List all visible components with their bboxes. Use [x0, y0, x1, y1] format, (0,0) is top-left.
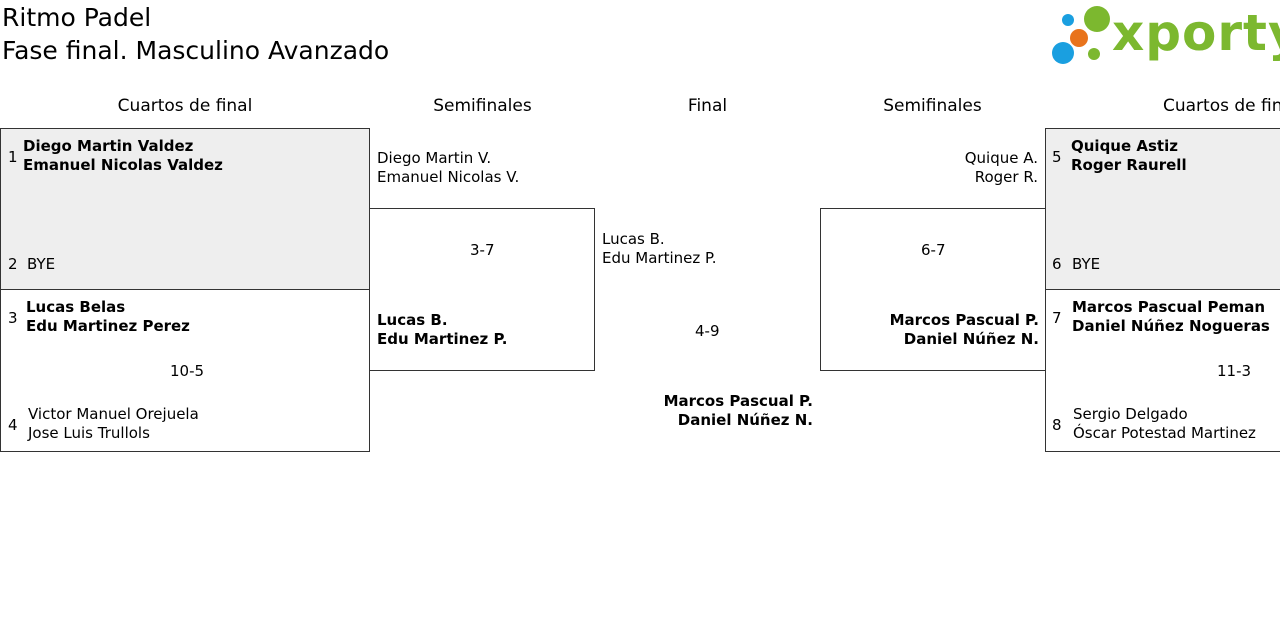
- logo-dot-green: [1084, 6, 1110, 32]
- player-name: Emanuel Nicolas Valdez: [23, 156, 223, 174]
- player-name: Óscar Potestad Martinez: [1073, 424, 1256, 442]
- logo-dot-orange: [1070, 29, 1088, 47]
- seed-number: 8: [1052, 416, 1062, 434]
- team-names: Diego Martin Valdez Emanuel Nicolas Vald…: [23, 137, 223, 175]
- player-name: Marcos Pascual P.: [889, 311, 1039, 329]
- seed-number: 2: [8, 255, 18, 273]
- seed-number: 5: [1052, 148, 1062, 166]
- logo-dot-blue-small: [1062, 14, 1074, 26]
- match-box-rq1: 5 Quique Astiz Roger Raurell 6 BYE: [1045, 128, 1280, 290]
- page-title: Ritmo Padel: [2, 3, 152, 32]
- col-right-semifinal: Semifinales: [883, 96, 982, 116]
- match-score: 11-3: [1217, 362, 1252, 380]
- right-semi-top-team: Quique A. Roger R.: [840, 149, 1038, 187]
- seed-number: 3: [8, 309, 18, 327]
- seed-number: 6: [1052, 255, 1062, 273]
- player-name: Roger R.: [974, 168, 1038, 186]
- seed-number: 1: [8, 148, 18, 166]
- match-box-lq1: 1 Diego Martin Valdez Emanuel Nicolas Va…: [0, 128, 370, 290]
- player-name: Diego Martin Valdez: [23, 137, 194, 155]
- match-box-left-semi: 3-7 Lucas B. Edu Martinez P.: [369, 208, 595, 371]
- logo-wordmark: xporty: [1112, 4, 1280, 62]
- col-left-semifinal: Semifinales: [433, 96, 532, 116]
- player-name: Daniel Núñez N.: [903, 330, 1039, 348]
- team-names: BYE: [1072, 255, 1100, 274]
- team-names: Lucas B. Edu Martinez P.: [377, 311, 507, 349]
- player-name: Daniel Núñez Nogueras: [1072, 317, 1270, 335]
- final-bottom-team: Marcos Pascual P. Daniel Núñez N.: [640, 392, 813, 430]
- final-top-team: Lucas B. Edu Martinez P.: [602, 230, 716, 268]
- player-name: Edu Martinez P.: [377, 330, 508, 348]
- match-box-lq2: 3 Lucas Belas Edu Martinez Perez 10-5 4 …: [0, 289, 370, 452]
- col-final: Final: [687, 96, 728, 116]
- team-names: Lucas Belas Edu Martinez Perez: [26, 298, 190, 336]
- player-name: Marcos Pascual Peman: [1072, 298, 1266, 316]
- player-name: Marcos Pascual P.: [663, 392, 813, 410]
- team-names: BYE: [27, 255, 55, 274]
- player-name: Lucas B.: [602, 230, 665, 248]
- match-score: 3-7: [470, 241, 495, 259]
- left-semi-top-team: Diego Martin V. Emanuel Nicolas V.: [377, 149, 519, 187]
- player-name: Diego Martin V.: [377, 149, 492, 167]
- seed-number: 4: [8, 416, 18, 434]
- final-score: 4-9: [695, 322, 720, 340]
- col-left-quarterfinal: Cuartos de final: [117, 96, 253, 116]
- player-name: Victor Manuel Orejuela: [28, 405, 199, 423]
- player-name: Jose Luis Trullols: [28, 424, 150, 442]
- match-score: 6-7: [921, 241, 946, 259]
- team-names: Sergio Delgado Óscar Potestad Martinez: [1073, 405, 1256, 443]
- player-name: Edu Martinez Perez: [26, 317, 190, 335]
- logo-dot-green-small: [1088, 48, 1100, 60]
- player-name: Edu Martinez P.: [602, 249, 717, 267]
- match-score: 10-5: [170, 362, 205, 380]
- player-name: Lucas Belas: [26, 298, 126, 316]
- team-names: Marcos Pascual P. Daniel Núñez N.: [841, 311, 1039, 349]
- player-name: Quique Astiz: [1071, 137, 1178, 155]
- player-name: Lucas B.: [377, 311, 448, 329]
- player-name: Sergio Delgado: [1073, 405, 1188, 423]
- team-names: Victor Manuel Orejuela Jose Luis Trullol…: [28, 405, 199, 443]
- player-name: Daniel Núñez N.: [677, 411, 813, 429]
- page-subtitle: Fase final. Masculino Avanzado: [2, 36, 390, 65]
- player-name: Emanuel Nicolas V.: [377, 168, 520, 186]
- player-name: Quique A.: [964, 149, 1038, 167]
- seed-number: 7: [1052, 309, 1062, 327]
- team-names: Marcos Pascual Peman Daniel Núñez Noguer…: [1072, 298, 1270, 336]
- bye-label: BYE: [1072, 255, 1101, 273]
- player-name: Roger Raurell: [1071, 156, 1187, 174]
- match-box-right-semi: 6-7 Marcos Pascual P. Daniel Núñez N.: [820, 208, 1046, 371]
- col-right-quarterfinal: Cuartos de fin: [1163, 96, 1280, 116]
- team-names: Quique Astiz Roger Raurell: [1071, 137, 1187, 175]
- match-box-rq2: 7 Marcos Pascual Peman Daniel Núñez Nogu…: [1045, 289, 1280, 452]
- logo-dot-blue: [1052, 42, 1074, 64]
- xporty-logo: xporty: [1052, 4, 1280, 68]
- bye-label: BYE: [27, 255, 56, 273]
